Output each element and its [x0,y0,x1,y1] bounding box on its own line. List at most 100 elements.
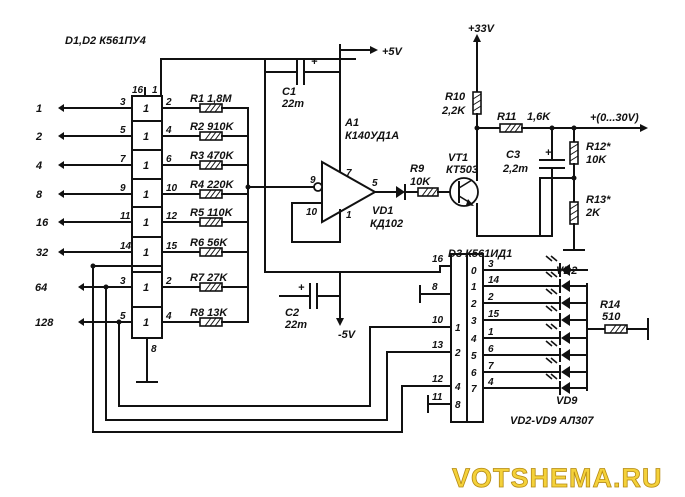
svg-text:+: + [545,147,552,159]
opamp-a1: 9 10 7 5 1 A1 К140УД1А [245,117,399,319]
svg-text:5: 5 [372,178,378,189]
d3-input-label: 1 [455,323,461,334]
pin-label: 4 [165,125,172,136]
svg-text:VT1: VT1 [448,152,468,164]
bit-input-label: 16 [36,217,49,229]
svg-text:510: 510 [602,311,621,323]
pin-label: 5 [120,311,126,322]
c1-ref: C1 [282,86,296,98]
resistor-label: R5 110K [190,207,234,219]
pin-label: 10 [166,183,178,194]
d3-pin-label: 4 [487,377,494,388]
d3-pin-label: 10 [432,315,444,326]
d3-wiring [92,265,452,433]
d3-input-label: 8 [455,400,461,411]
led-vd2-label: VD2 [556,265,577,277]
switch-cell-label: 1 [143,160,149,172]
d3-input-label: 4 [454,382,461,393]
d3-pin-label: 14 [488,275,500,286]
d3-output-label: 5 [471,351,477,362]
d3-pin-label: 13 [432,340,444,351]
bit-input-label: 8 [36,189,43,201]
svg-text:C2: C2 [285,307,299,319]
svg-text:10: 10 [306,207,318,218]
resistor-label: R3 470K [190,150,234,162]
pin-label: 15 [166,241,178,252]
transistor-vt1: VT1 КТ503 [446,147,479,237]
svg-text:R13*: R13* [586,194,611,206]
pin-label: 5 [120,125,126,136]
minus5v-label: -5V [338,329,357,341]
led-diode [561,382,570,394]
led-diode [561,280,570,292]
svg-text:R14: R14 [600,299,620,311]
switch-cell-label: 1 [143,103,149,115]
svg-text:7: 7 [346,168,352,179]
resistor-label: R1 1,8M [190,93,232,105]
led-diode [561,314,570,326]
svg-text:R9: R9 [410,163,425,175]
diode-vd1: VD1 КД102 [370,184,406,230]
switch-cell-label: 1 [143,217,149,229]
switch-cell-label: 1 [143,282,149,294]
pin-8-label: 8 [151,344,157,355]
resistor-r10: +33V R10 2,2K [441,23,496,149]
svg-text:2,2K: 2,2K [441,105,466,117]
led-vd9-label: VD9 [556,395,578,407]
pin-label: 12 [166,211,178,222]
bit-input-label: 64 [35,282,47,294]
svg-text:VD1: VD1 [372,205,393,217]
pin-1-label: 1 [152,85,158,96]
pin-label: 9 [120,183,126,194]
switch-cell-label: 1 [143,247,149,259]
switch-cell-label: 1 [143,131,149,143]
bit-input-label: 2 [35,131,42,143]
resistor-label: R4 220K [190,179,234,191]
resistor-r14: R14 510 [586,283,649,391]
d3-pin-label: 15 [488,309,500,320]
plus33v-label: +33V [468,23,496,35]
d3-input-label: 2 [454,348,461,359]
svg-text:9: 9 [310,175,316,186]
d3-pin-label: 11 [432,392,443,403]
led-diode [561,332,570,344]
ic-title-d1-d2: D1,D2 К561ПУ4 [65,35,146,47]
a1-ref: A1 [344,117,359,129]
capacitor-c2: + C2 22m -5V [279,282,357,341]
svg-text:2,2m: 2,2m [502,163,528,175]
d3-output-label: 4 [470,334,477,345]
switch-cell-label: 1 [143,189,149,201]
pin-label: 4 [165,311,172,322]
d3-output-label: 7 [471,384,477,395]
resistor-label: R8 13K [190,307,228,319]
bit-input-label: 32 [36,247,48,259]
resistor-label: R6 56K [190,237,228,249]
d3-pin-label: 6 [488,344,494,355]
led-group-label: VD2-VD9 АЛ307 [510,415,594,427]
svg-text:R11: R11 [497,111,516,123]
svg-text:1,6K: 1,6K [527,111,551,123]
led-diode [561,297,570,309]
pin-label: 2 [165,97,172,108]
pin-label: 2 [165,276,172,287]
capacitor-c3: + C3 2,2m [502,127,565,237]
svg-text:+: + [298,282,305,294]
svg-text:КД102: КД102 [370,218,403,230]
a1-type: К140УД1А [345,130,399,142]
svg-text:22m: 22m [284,319,307,331]
d3-pin-label: 1 [488,327,494,338]
c1-value: 22m [281,98,304,110]
svg-text:C3: C3 [506,149,520,161]
led-diode [561,264,570,276]
pin-16-label: 16 [132,85,144,96]
pin-label: 11 [120,211,131,222]
svg-text:1: 1 [346,210,352,221]
pin-label: 3 [120,97,126,108]
output-voltage-label: +(0...30V) [590,112,639,124]
resistor-r12-r13: R12* 10K R13* 2K [539,127,611,251]
svg-text:R10: R10 [445,91,466,103]
